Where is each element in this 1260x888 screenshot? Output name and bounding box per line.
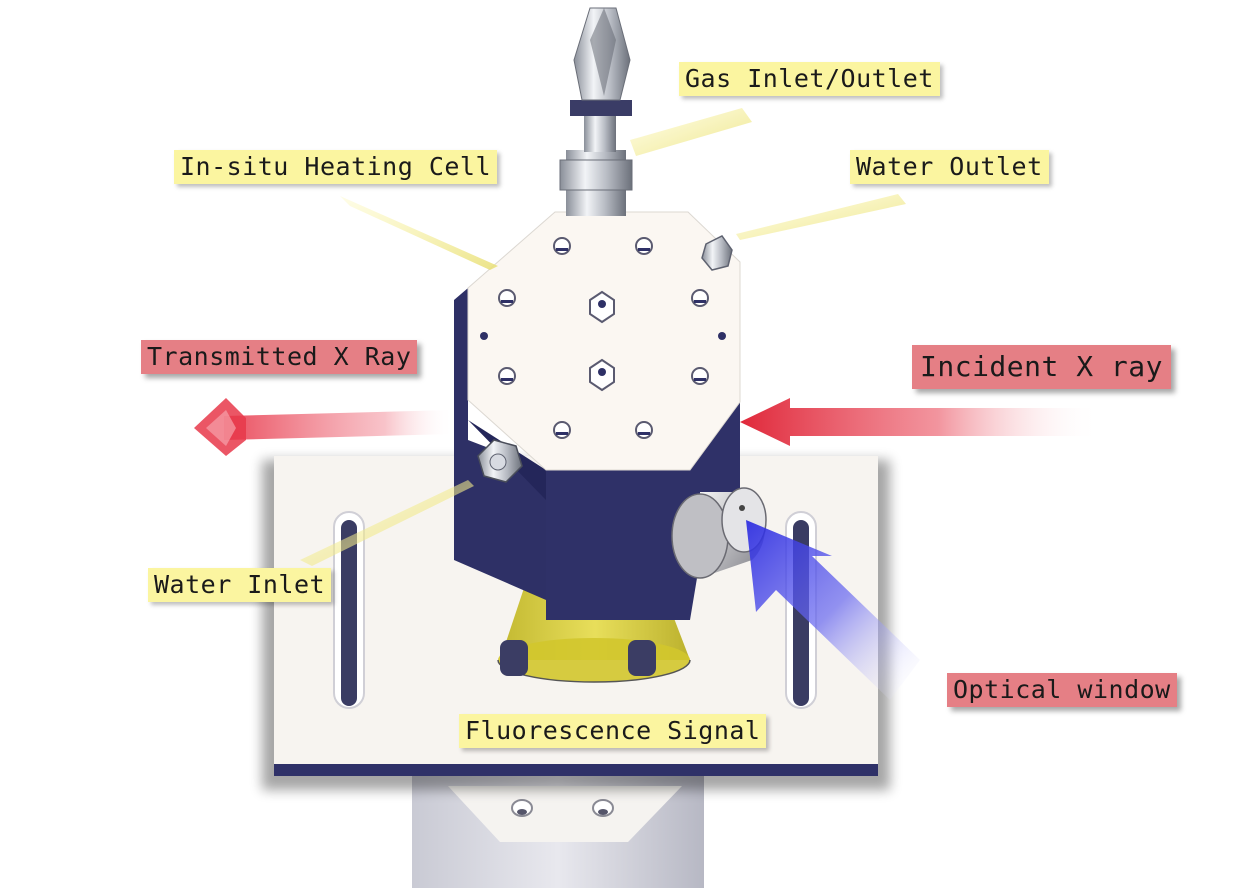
transmitted-xray-arrow	[194, 398, 454, 456]
water-inlet-fitting	[477, 439, 523, 483]
optical-beam	[746, 520, 920, 700]
label-transmitted-x-ray: Transmitted X Ray	[141, 340, 418, 374]
label-water-inlet: Water Inlet	[148, 568, 332, 602]
label-incident-x-ray: Incident X ray	[912, 345, 1172, 389]
label-optical-window: Optical window	[947, 673, 1177, 707]
label-in-situ-heating-cell: In-situ Heating Cell	[174, 150, 498, 184]
callout-leaders	[300, 108, 906, 566]
label-fluorescence-signal: Fluorescence Signal	[459, 714, 767, 748]
label-gas-inlet-outlet: Gas Inlet/Outlet	[679, 62, 940, 96]
incident-xray-arrow	[740, 398, 1100, 446]
gas-fitting	[559, 7, 633, 216]
water-outlet-fitting	[701, 235, 733, 271]
label-water-outlet: Water Outlet	[850, 150, 1049, 184]
